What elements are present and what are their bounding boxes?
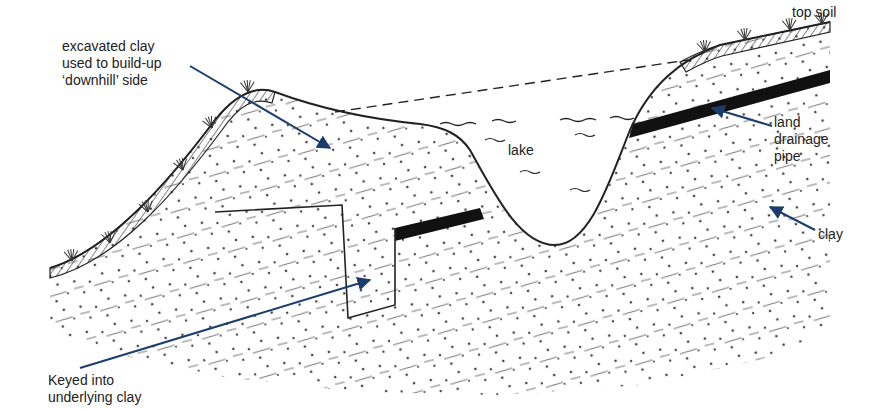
grass-tuft bbox=[101, 230, 117, 244]
grass-blade bbox=[71, 251, 79, 261]
grass-tuft bbox=[737, 27, 752, 40]
grass-blade bbox=[105, 232, 110, 244]
feature-label: lake bbox=[508, 142, 568, 159]
grass-blade bbox=[786, 18, 790, 30]
callout-label: land drainage pipe bbox=[774, 114, 836, 165]
leader-arrow bbox=[770, 207, 815, 230]
grass-blade bbox=[744, 30, 752, 40]
grass-blade bbox=[142, 201, 148, 213]
grass-blade bbox=[108, 232, 116, 243]
leader-arrow bbox=[712, 108, 772, 126]
water-ripple bbox=[485, 134, 595, 192]
grass-tufts bbox=[64, 11, 829, 261]
grass-blade bbox=[247, 82, 255, 92]
grass-blade bbox=[741, 28, 745, 40]
grass-blade bbox=[789, 20, 797, 30]
drainage-pipe bbox=[395, 208, 484, 241]
leader-arrow bbox=[190, 66, 330, 148]
grass-tuft bbox=[138, 199, 154, 214]
ground-surface bbox=[50, 22, 830, 268]
key-trench bbox=[215, 205, 395, 318]
grass-blade bbox=[180, 159, 190, 170]
clay-ground bbox=[50, 22, 830, 395]
grass-blade bbox=[700, 41, 705, 53]
callout-label: Keyed into underlying clay bbox=[48, 372, 158, 406]
grass-tuft bbox=[697, 39, 712, 53]
grass-blade bbox=[244, 80, 248, 92]
leader-arrow bbox=[80, 280, 370, 368]
water-line bbox=[440, 117, 634, 126]
grass-blade bbox=[68, 249, 72, 261]
callout-label: excavated clay used to build-up ‘downhil… bbox=[62, 38, 180, 89]
grass-blade bbox=[704, 41, 712, 52]
grass-tuft bbox=[64, 248, 79, 261]
original-ground-line bbox=[335, 60, 688, 112]
grass-tuft bbox=[202, 114, 219, 130]
grass-blade bbox=[209, 117, 219, 128]
grass-tuft bbox=[173, 156, 190, 172]
top-soil-band bbox=[680, 22, 830, 72]
layer-label: top soil bbox=[792, 4, 880, 21]
grass-tuft bbox=[240, 80, 255, 93]
grass-blade bbox=[146, 201, 155, 212]
callout-label: clay bbox=[818, 226, 878, 243]
